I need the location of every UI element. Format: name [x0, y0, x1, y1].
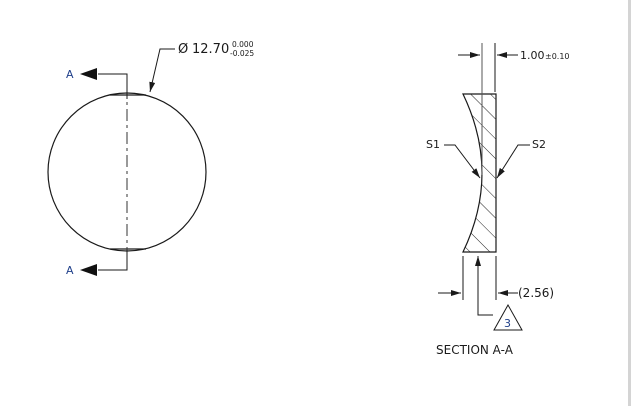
edge-thickness-ref: (2.56)	[518, 286, 554, 300]
diameter-tol-lower: -0.025	[230, 49, 254, 58]
front-view: A A Ø 12.70 0.000 -0.025	[47, 40, 254, 277]
thickness-tolerance: ±0.10	[545, 52, 570, 61]
section-label-top: A	[66, 68, 74, 81]
diameter-leader	[149, 48, 175, 93]
s2-leader	[496, 144, 530, 179]
surface-label-s2: S2	[532, 138, 546, 151]
section-label-bottom: A	[66, 264, 74, 277]
right-edge-strip	[628, 0, 631, 406]
lens-section-outline	[462, 93, 497, 253]
lens-section-hatch	[463, 94, 496, 252]
section-cut-line-top	[98, 73, 128, 99]
diameter-tol-upper: 0.000	[232, 40, 254, 49]
section-cut-line-bottom	[98, 250, 128, 271]
diameter-symbol: Ø	[178, 42, 188, 57]
section-view: 1.00 ±0.10 S1 S2 (2.56) 3 SECTION A-A	[426, 43, 570, 357]
thickness-value: 1.00	[520, 49, 545, 62]
s1-leader	[444, 144, 481, 179]
note-flag-leader	[475, 256, 493, 316]
surface-label-s1: S1	[426, 138, 440, 151]
note-flag-triangle-icon	[493, 303, 523, 331]
section-arrow-top-icon	[80, 68, 97, 80]
note-flag-number: 3	[504, 317, 511, 330]
diameter-value: 12.70	[192, 42, 229, 57]
section-title: SECTION A-A	[436, 343, 514, 357]
section-arrow-bottom-icon	[80, 264, 97, 276]
